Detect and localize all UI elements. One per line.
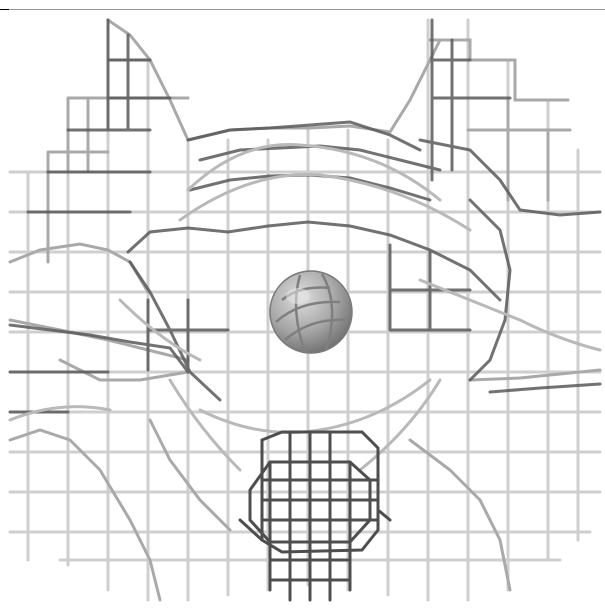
central-atom-sphere[interactable] [270,271,352,353]
corner-tick-mark [0,9,9,10]
top-border-line [0,9,605,10]
bottom-cage-box [240,432,390,600]
